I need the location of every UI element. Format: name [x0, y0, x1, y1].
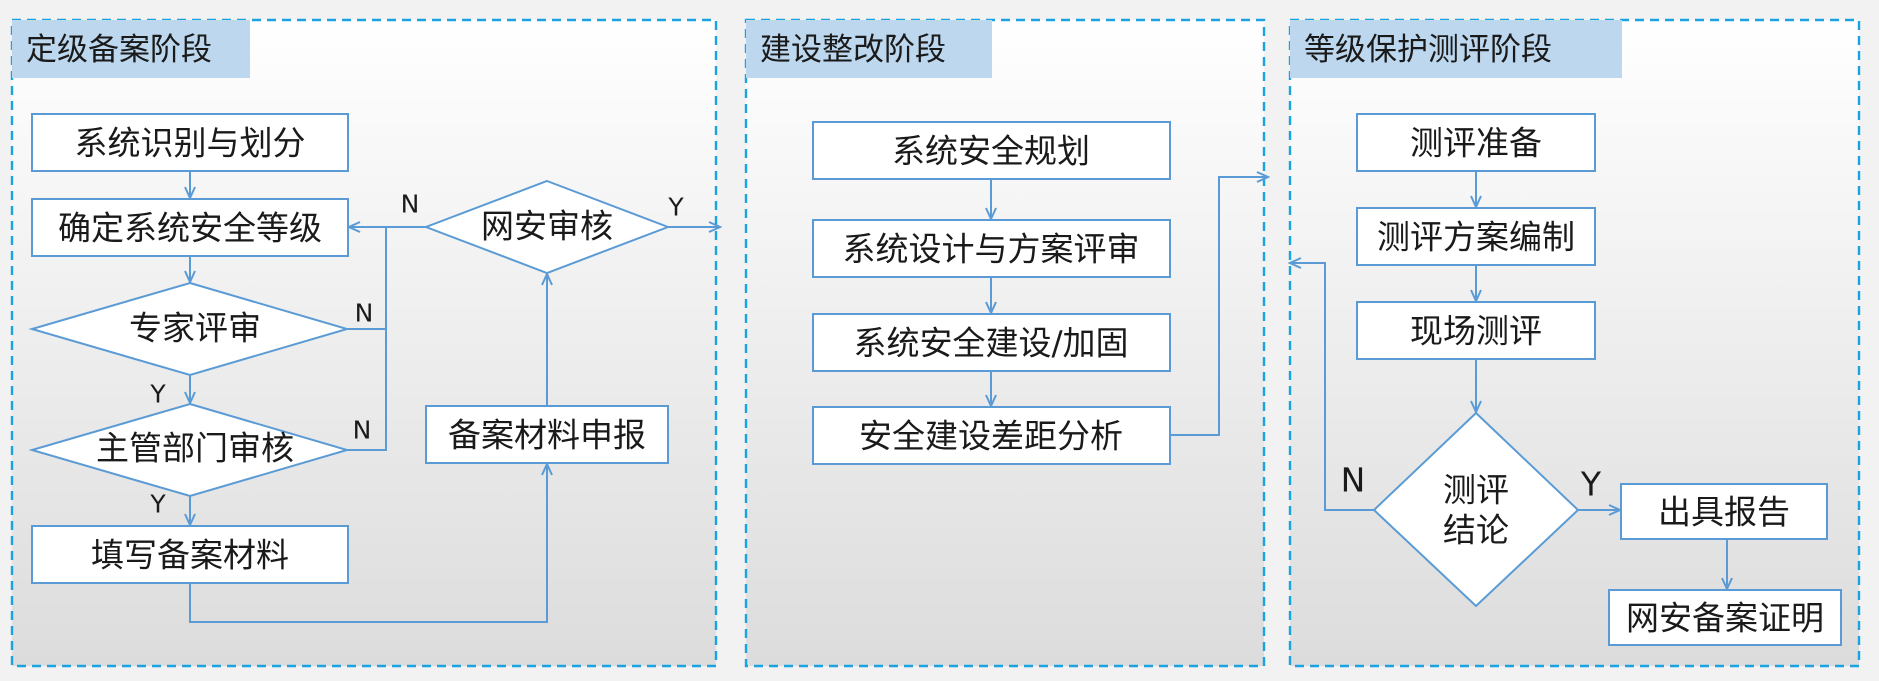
node-security-planning: 系统安全规划 [812, 121, 1171, 180]
arrow-fill-to-submit [189, 464, 547, 623]
node-onsite: 现场测评 [1356, 301, 1596, 360]
node-certificate-label: 网安备案证明 [1626, 599, 1824, 638]
label-police-no: N [401, 190, 420, 219]
node-police-review-label: 网安审核 [481, 207, 613, 246]
node-authority-review-label: 主管部门审核 [96, 429, 294, 468]
node-issue-report: 出具报告 [1620, 483, 1828, 540]
node-fill-materials-label: 填写备案材料 [91, 536, 289, 575]
node-system-identify-label: 系统识别与划分 [75, 124, 306, 163]
node-issue-report-label: 出具报告 [1658, 493, 1790, 532]
node-build-harden-label: 系统安全建设/加固 [853, 324, 1128, 363]
node-authority-review: 主管部门审核 [28, 402, 351, 498]
stage-assessment: 等级保护测评阶段 测评准备 测评方案编制 现场测评 测评 结论 出具报告 网安备… [1288, 18, 1861, 668]
node-certificate: 网安备案证明 [1608, 589, 1842, 646]
node-gap-analysis: 安全建设差距分析 [812, 406, 1171, 465]
stage-construction: 建设整改阶段 系统安全规划 系统设计与方案评审 系统安全建设/加固 安全建设差距… [744, 18, 1268, 668]
node-prepare: 测评准备 [1356, 113, 1596, 172]
node-determine-level-label: 确定系统安全等级 [58, 209, 322, 248]
label-authority-yes: Y [149, 490, 166, 519]
arrow-gap-to-assessment [1170, 177, 1268, 436]
stage-grading-border [10, 18, 718, 668]
node-submit-materials: 备案材料申报 [425, 405, 669, 464]
node-prepare-label: 测评准备 [1410, 124, 1542, 163]
line-authority-no [347, 329, 387, 451]
stage-assessment-border [1288, 18, 1861, 668]
node-plan: 测评方案编制 [1356, 207, 1596, 266]
node-design-review-label: 系统设计与方案评审 [843, 230, 1140, 269]
node-plan-label: 测评方案编制 [1377, 218, 1575, 257]
stage-construction-title-bg [746, 20, 992, 78]
node-police-review: 网安审核 [423, 179, 671, 275]
node-conclusion-label-line2: 结论 [1443, 511, 1509, 550]
node-determine-level: 确定系统安全等级 [31, 198, 349, 257]
node-security-planning-label: 系统安全规划 [892, 132, 1090, 171]
node-onsite-label: 现场测评 [1410, 312, 1542, 351]
node-submit-materials-label: 备案材料申报 [448, 416, 646, 455]
stage-construction-border [744, 18, 1266, 668]
node-fill-materials: 填写备案材料 [31, 525, 349, 584]
stage-grading-title-bg [12, 20, 250, 78]
label-conclusion-no: N [1341, 461, 1366, 500]
label-conclusion-yes: Y [1580, 465, 1602, 504]
node-build-harden: 系统安全建设/加固 [812, 313, 1171, 372]
label-expert-no: N [355, 299, 374, 328]
node-expert-review-label: 专家评审 [129, 309, 261, 348]
label-expert-yes: Y [149, 380, 166, 409]
node-conclusion-label-line1: 测评 [1443, 471, 1509, 510]
stage-grading-title: 定级备案阶段 [26, 32, 212, 68]
node-conclusion: 测评 结论 [1372, 411, 1580, 608]
stage-assessment-title-bg [1290, 20, 1622, 78]
label-police-yes: Y [667, 193, 684, 222]
stage-assessment-title: 等级保护测评阶段 [1304, 32, 1552, 68]
label-authority-no: N [353, 416, 372, 445]
node-system-identify: 系统识别与划分 [31, 113, 349, 172]
node-design-review: 系统设计与方案评审 [812, 219, 1171, 278]
arrow-conclusion-no [1290, 263, 1374, 511]
node-gap-analysis-label: 安全建设差距分析 [859, 417, 1123, 456]
stage-construction-title: 建设整改阶段 [760, 32, 946, 68]
stage-grading: 定级备案阶段 系统识别与划分 确定系统安全等级 专家评审 主管部门审核 填写备案… [10, 18, 720, 668]
